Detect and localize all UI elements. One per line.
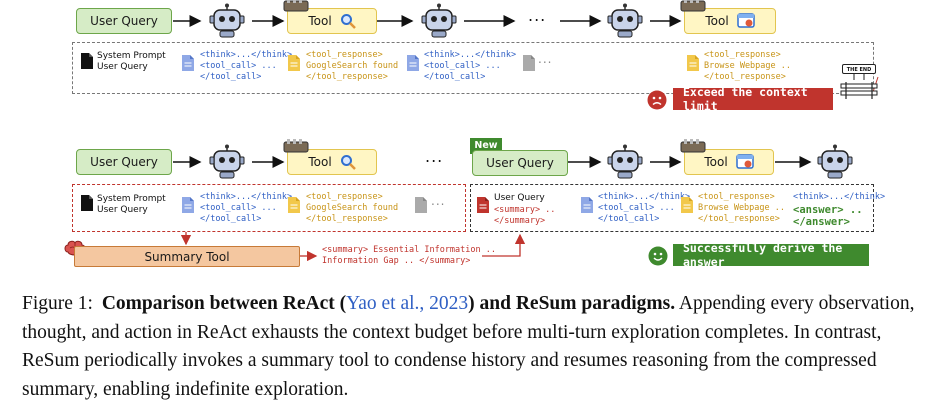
response-doc-icon: [687, 55, 699, 71]
the-end-plate: THE END: [842, 64, 876, 74]
caption-bold-b: ) and ReSum paradigms.: [468, 293, 676, 314]
robot-icon: [421, 3, 457, 38]
resum-context-window-1: [72, 184, 466, 232]
new-user-query-box: User Query: [472, 150, 568, 176]
think-doc-icon: [581, 197, 593, 213]
resum-think-block-1: <think>...</think> <tool_call> ... </too…: [200, 192, 293, 224]
sad-face-icon: [647, 90, 667, 110]
react-context-ellipsis: ...: [538, 52, 553, 66]
robot-icon: [209, 144, 245, 179]
fence-icon: [840, 74, 878, 99]
resum-tool-label: Tool: [704, 155, 728, 169]
react-tool-label: Tool: [705, 14, 729, 28]
magnifier-icon: [340, 155, 356, 170]
response-doc-icon: [288, 55, 300, 71]
resum-tool-label: Tool: [308, 155, 332, 169]
resum-tool-browser-box: Tool: [684, 149, 774, 175]
figure-caption: Figure 1: Comparison between ReAct (Yao …: [22, 290, 922, 404]
resum-response-block-1: <tool_response> GoogleSearch found </too…: [306, 192, 399, 224]
robot-icon: [607, 144, 643, 179]
summary-tool-label: Summary Tool: [144, 249, 230, 264]
toolbox-icon: [283, 139, 309, 153]
react-response-block-1: <tool_response> GoogleSearch found </too…: [306, 50, 399, 82]
omitted-doc-icon: [415, 197, 427, 213]
exceed-context-banner: Exceed the context limit: [673, 85, 833, 113]
react-sys-prompt-text: System Prompt User Query: [97, 51, 166, 72]
resum-context-ellipsis: ...: [431, 194, 446, 208]
summary-doc-icon: [477, 197, 489, 213]
think-doc-icon: [182, 197, 194, 213]
robot-icon: [607, 3, 643, 38]
browser-icon: [735, 154, 754, 169]
resum-new-context-uq: User Query: [494, 193, 545, 203]
response-doc-icon: [681, 197, 693, 213]
robot-icon: [817, 144, 853, 179]
react-think-block-1: <think>...</think> <tool_call> ... </too…: [200, 50, 293, 82]
react-tool-label: Tool: [308, 14, 332, 28]
omitted-doc-icon: [523, 55, 535, 71]
react-tool-browser-box: Tool: [684, 8, 776, 34]
flow-arrows: [173, 15, 879, 262]
robot-icon: [209, 3, 245, 38]
magnifier-icon: [340, 14, 356, 29]
react-tool-search-box: Tool: [287, 8, 377, 34]
resum-tool-search-box: Tool: [287, 149, 377, 175]
figure-label: Figure 1:: [22, 293, 93, 314]
react-response-block-2: <tool_response> Browse Webpage .. </tool…: [704, 50, 791, 82]
resum-think-block-2: <think>...</think> <tool_call> ... </too…: [598, 192, 691, 224]
resum-sys-prompt-text: System Prompt User Query: [97, 194, 166, 215]
resum-response-block-2: <tool_response> Browse Webpage .. </tool…: [698, 192, 785, 224]
response-doc-icon: [288, 197, 300, 213]
resum-user-query-label: User Query: [90, 155, 158, 169]
react-user-query-label: User Query: [90, 14, 158, 28]
caption-citation[interactable]: Yao et al., 2023: [346, 293, 469, 314]
resum-summary-block: <summary> .. </summary>: [494, 205, 556, 226]
resum-answer-think: <think>...</think>: [793, 192, 886, 202]
think-doc-icon: [182, 55, 194, 71]
success-banner: Successfully derive the answer: [673, 241, 869, 269]
react-think-block-2: <think>...</think> <tool_call> ... </too…: [424, 50, 517, 82]
summary-tool-box: Summary Tool: [74, 246, 300, 267]
caption-bold-a: Comparison between ReAct (: [101, 293, 347, 314]
the-end-sign: THE END: [842, 64, 876, 80]
think-doc-icon: [407, 55, 419, 71]
resum-ellipsis: ...: [425, 147, 444, 166]
summary-output-text: <summary> Essential Information .. Infor…: [322, 245, 496, 266]
resum-user-query-box: User Query: [76, 149, 172, 175]
happy-face-icon: [648, 246, 668, 266]
toolbox-icon: [680, 139, 706, 153]
system-prompt-doc-icon: [81, 195, 93, 211]
resum-answer-block: <answer> .. </answer>: [793, 204, 863, 228]
toolbox-icon: [283, 0, 309, 12]
caption-body: Appending every observation, thought, an…: [22, 293, 915, 400]
system-prompt-doc-icon: [81, 53, 93, 69]
react-user-query-box: User Query: [76, 8, 172, 34]
new-user-query-label: User Query: [486, 156, 554, 170]
react-ellipsis: ...: [528, 6, 547, 25]
resum-context-window-2: [470, 184, 874, 232]
browser-icon: [736, 13, 755, 28]
toolbox-icon: [680, 0, 706, 12]
